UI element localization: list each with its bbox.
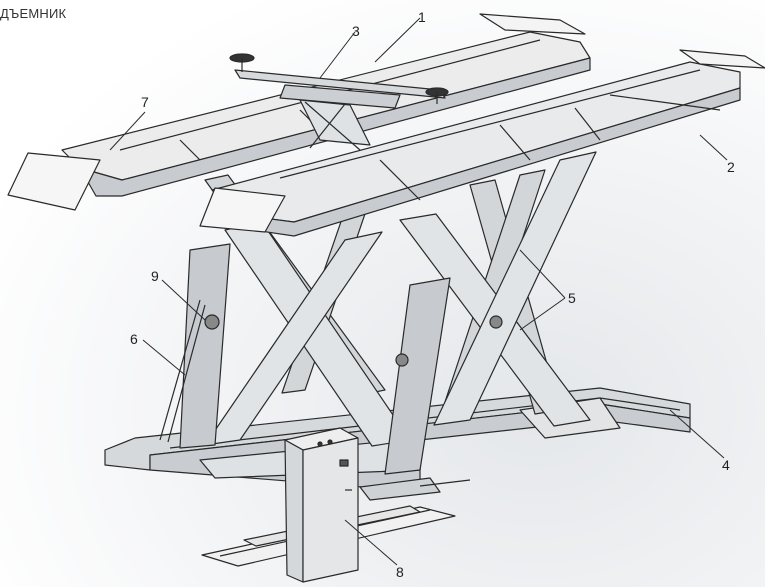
rolling-jack [229, 53, 449, 151]
page-title: ДЪЕМНИК [0, 6, 67, 21]
leader-lines [109, 17, 728, 566]
callout-3: 3 [352, 23, 360, 39]
callout-5: 5 [568, 290, 576, 306]
callout-6: 6 [130, 331, 138, 347]
callout-8: 8 [396, 564, 404, 580]
control-console [284, 427, 359, 583]
hydraulic-cylinders [159, 243, 503, 475]
callout-2: 2 [727, 159, 735, 175]
callout-4: 4 [722, 457, 730, 473]
callout-1: 1 [418, 9, 426, 25]
callout-9: 9 [151, 268, 159, 284]
callout-7: 7 [141, 94, 149, 110]
entry-ramps [7, 152, 286, 233]
callout-labels: 1 2 3 4 5 6 7 8 9 [130, 9, 735, 580]
